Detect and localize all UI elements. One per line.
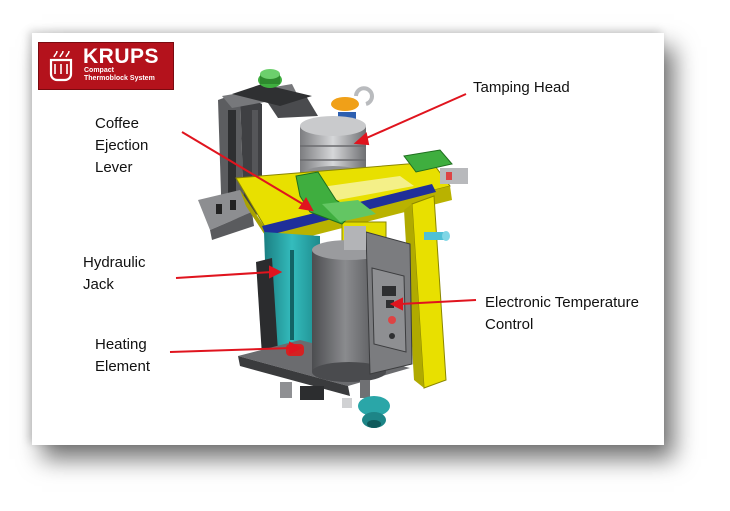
label-hydraulic-jack-line-2: Jack <box>83 276 114 293</box>
krups-emblem-icon <box>49 50 73 82</box>
arrow-tamping-head <box>361 93 467 141</box>
label-coffee-ejection-lever: Coffee Ejection Lever <box>95 113 148 179</box>
arrow-hydraulic-jack <box>175 271 273 279</box>
label-heating-element: Heating Element <box>95 334 150 378</box>
logo-subtitle-line-1: Compact <box>84 67 114 74</box>
callout-arrows <box>169 93 477 355</box>
arrowhead-heating-element <box>289 341 303 355</box>
label-heating-element-line-2: Element <box>95 358 151 375</box>
logo-subtitle-line-2: Thermoblock System <box>84 75 155 82</box>
label-electronic-temperature-control-line-1: Electronic Temperature <box>485 294 639 311</box>
logo-brand: KRUPS <box>83 45 160 68</box>
outlet-nozzle <box>342 380 390 428</box>
arrowhead-tamping-head <box>353 132 370 146</box>
arrow-ejection-lever <box>181 131 307 207</box>
ejection-lever <box>295 149 468 225</box>
krups-logo: KRUPS Compact Thermoblock System <box>38 42 174 90</box>
label-coffee-ejection-lever-line-1: Coffee <box>95 115 139 132</box>
label-coffee-ejection-lever-line-2: Ejection <box>95 137 149 154</box>
arrowhead-hydraulic-jack <box>269 265 283 279</box>
logo-subtitle: Compact Thermoblock System <box>84 67 155 83</box>
label-coffee-ejection-lever-line-3: Lever <box>95 159 133 176</box>
hydraulic-jack <box>256 232 320 356</box>
arrow-heating-element <box>169 347 293 353</box>
label-heating-element-line-1: Heating <box>95 336 147 353</box>
label-hydraulic-jack-line-1: Hydraulic <box>83 254 146 271</box>
label-tamping-head: Tamping Head <box>473 77 570 99</box>
arrowhead-ejection-lever <box>298 197 314 212</box>
label-hydraulic-jack: Hydraulic Jack <box>83 252 146 296</box>
left-connector <box>198 190 254 240</box>
top-arm <box>232 69 318 118</box>
label-electronic-temperature-control-line-2: Control <box>485 316 534 333</box>
arrow-temperature-control <box>399 299 477 305</box>
label-tamping-head-line-1: Tamping Head <box>473 79 570 96</box>
temperature-control-panel <box>371 267 407 353</box>
label-electronic-temperature-control: Electronic Temperature Control <box>485 292 639 336</box>
arrowhead-temperature-control <box>389 297 403 311</box>
